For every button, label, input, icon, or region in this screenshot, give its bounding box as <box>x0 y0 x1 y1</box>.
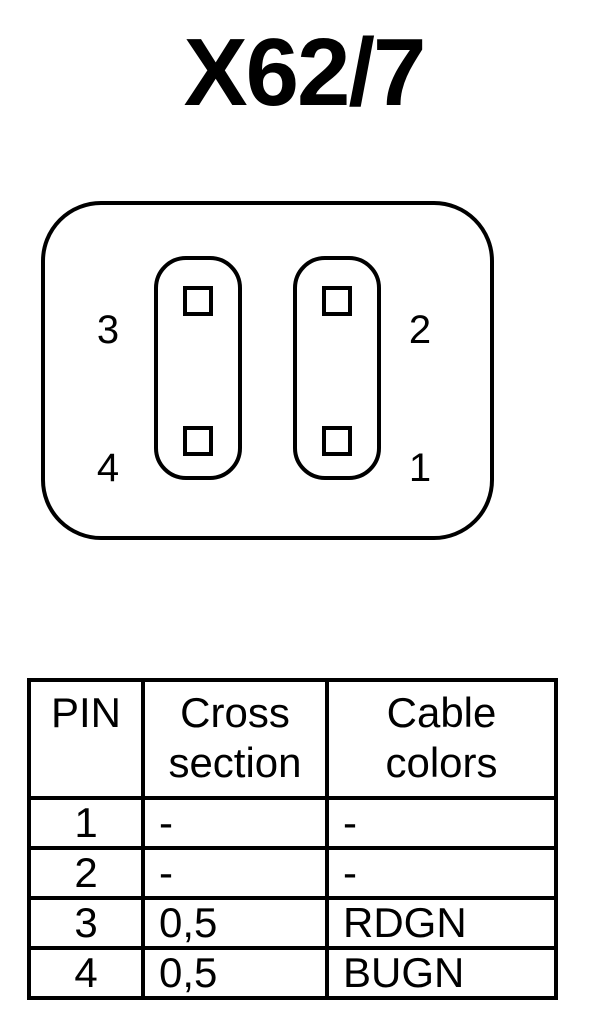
table-row: 1 - - <box>27 796 558 850</box>
cell-cross-section: 0,5 <box>141 896 329 950</box>
pin-1-contact <box>322 426 352 456</box>
pin-1-label: 1 <box>409 446 431 490</box>
pin-3-label: 3 <box>97 308 119 352</box>
cell-pin: 3 <box>27 896 145 950</box>
left-pin-slot <box>154 256 242 480</box>
table-row: 3 0,5 RDGN <box>27 896 558 950</box>
cell-cable-colors: BUGN <box>325 946 558 1000</box>
cell-cable-colors: - <box>325 796 558 850</box>
table-row: 2 - - <box>27 846 558 900</box>
connector-title: X62/7 <box>183 19 427 126</box>
right-pin-slot <box>293 256 381 480</box>
cell-pin: 2 <box>27 846 145 900</box>
pin-4-label: 4 <box>97 446 119 490</box>
pin-2-contact <box>322 286 352 316</box>
pin-assignment-table: PIN Cross section Cable colors 1 - - 2 -… <box>27 678 558 1000</box>
header-cable-colors: Cable colors <box>325 678 558 800</box>
cell-pin: 1 <box>27 796 145 850</box>
pin-2-label: 2 <box>409 308 431 352</box>
connector-housing <box>41 201 494 540</box>
cell-cross-section: 0,5 <box>141 946 329 1000</box>
pin-3-contact <box>183 286 213 316</box>
cell-cross-section: - <box>141 846 329 900</box>
cell-pin: 4 <box>27 946 145 1000</box>
table-row: 4 0,5 BUGN <box>27 946 558 1000</box>
pin-4-contact <box>183 426 213 456</box>
cell-cable-colors: - <box>325 846 558 900</box>
cell-cross-section: - <box>141 796 329 850</box>
connector-face-diagram: 3 4 2 1 <box>41 201 494 540</box>
cell-cable-colors: RDGN <box>325 896 558 950</box>
header-cross-section: Cross section <box>141 678 329 800</box>
header-pin: PIN <box>27 678 145 800</box>
table-header-row: PIN Cross section Cable colors <box>27 678 558 800</box>
